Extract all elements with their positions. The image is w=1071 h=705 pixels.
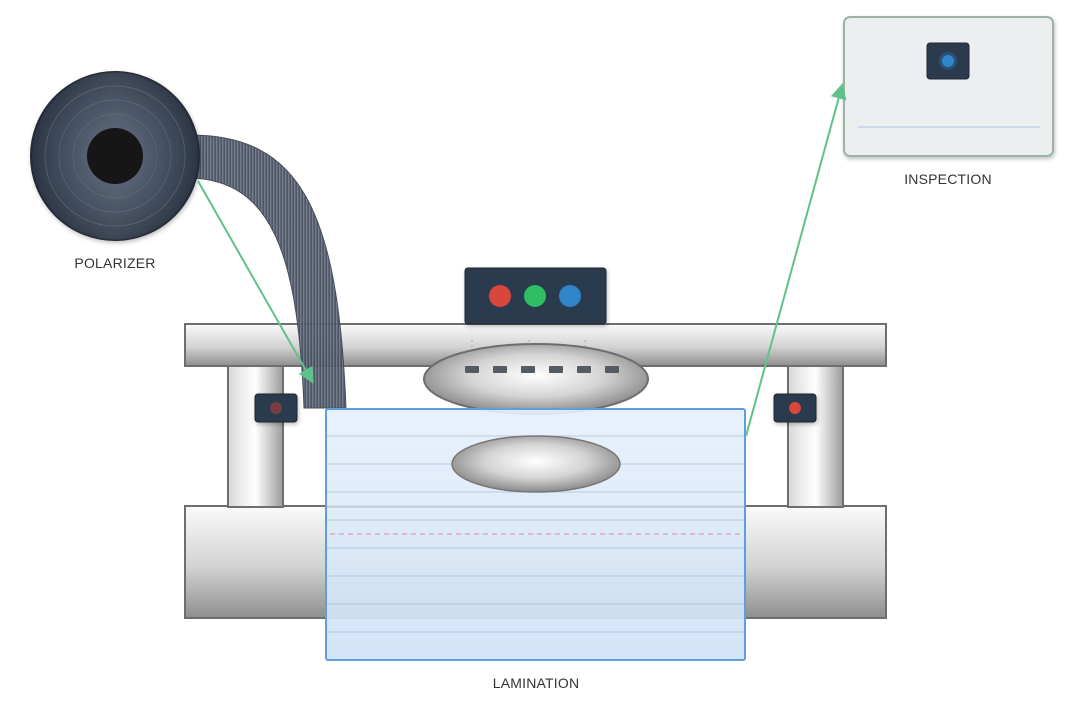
flow-arrow-lamination-to-inspection [745, 82, 847, 437]
red-indicator-lit-icon [789, 402, 801, 414]
lamination-label: LAMINATION [493, 675, 580, 691]
nozzle-row [465, 366, 619, 373]
status-light-panel [464, 267, 607, 325]
inspection-station [843, 16, 1054, 157]
blue-light-icon [559, 285, 581, 307]
left-indicator-box [254, 393, 298, 423]
lower-pressure-roller [451, 435, 621, 493]
roll-core-icon [87, 128, 143, 184]
film-layer-lines [327, 435, 744, 633]
inspection-label: INSPECTION [904, 171, 992, 187]
upper-press-head [423, 343, 649, 415]
machine-left-pillar [227, 363, 284, 508]
right-indicator-box [773, 393, 817, 423]
lamination-film-sheet [325, 408, 746, 661]
red-light-icon [489, 285, 511, 307]
green-light-icon [524, 285, 546, 307]
machine-right-pillar [787, 363, 844, 508]
polarizer-label: POLARIZER [74, 255, 155, 271]
flow-arrow-polarizer-to-lamination [197, 180, 314, 384]
polarizer-roll [30, 71, 200, 241]
red-indicator-dim-icon [270, 402, 282, 414]
